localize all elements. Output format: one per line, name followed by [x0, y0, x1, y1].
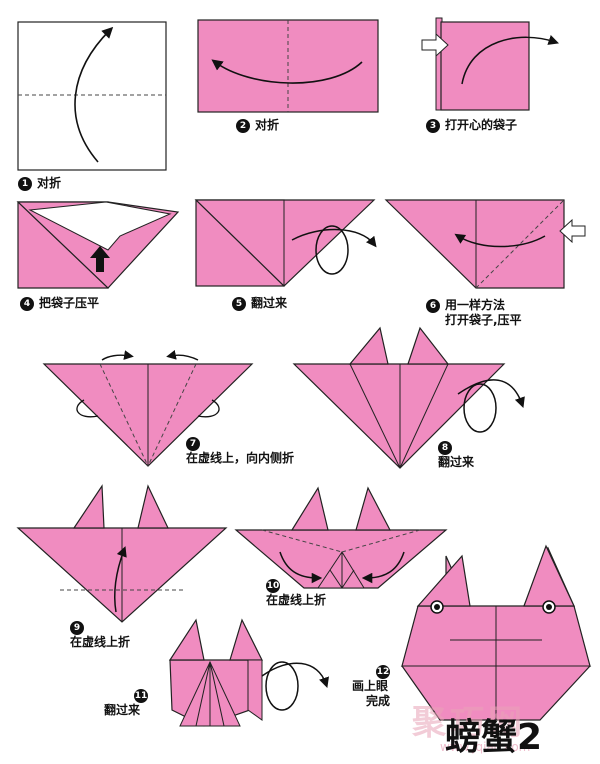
step7-figure: [42, 350, 254, 467]
watermark-logo: 聚巧网: [412, 703, 526, 743]
step1-figure: [17, 21, 167, 171]
step12-number: 12: [376, 664, 390, 679]
step9-label: 在虚线上折: [70, 635, 131, 649]
step12-label-line2: 完成: [366, 694, 391, 708]
right-eye-icon: [542, 600, 556, 614]
step8-figure: [292, 326, 525, 469]
step4-label: 把袋子压平: [39, 296, 100, 310]
step7-number: 7: [186, 436, 200, 451]
step2-label: 对折: [255, 118, 280, 132]
step11-number: 11: [134, 688, 148, 703]
step6-number: 6: [426, 298, 440, 313]
step11-label: 翻过来: [104, 703, 141, 717]
diagram-title: 螃蟹2: [445, 717, 543, 758]
step4-caption: 4 把袋子压平: [20, 296, 99, 311]
step4-figure: [16, 201, 180, 289]
step10-figure: [234, 486, 448, 589]
step5-caption: 5 翻过来: [232, 296, 287, 311]
step2-figure: [197, 19, 379, 113]
step3-figure: [421, 17, 559, 111]
step8-number: 8: [438, 440, 452, 455]
step12-crab: [400, 544, 592, 721]
step3-number: 3: [426, 118, 440, 133]
step10-caption: 10 在虚线上折: [266, 578, 326, 608]
step3-label: 打开心的袋子: [445, 118, 518, 132]
step6-figure: [384, 199, 586, 289]
step9-figure: [16, 484, 228, 623]
left-eye-icon: [430, 600, 444, 614]
step3-caption: 3 打开心的袋子: [426, 118, 517, 133]
step1-caption: 1 对折: [18, 176, 61, 191]
step11-caption: 11 翻过来: [104, 688, 153, 718]
step1-number: 1: [18, 176, 32, 191]
step9-number: 9: [70, 620, 84, 635]
step5-number: 5: [232, 296, 246, 311]
step8-caption: 8 翻过来: [438, 440, 474, 470]
step11-figure: [168, 618, 329, 727]
step4-number: 4: [20, 296, 34, 311]
step5-figure: [194, 199, 377, 287]
step5-label: 翻过来: [251, 296, 288, 310]
step9-caption: 9 在虚线上折: [70, 620, 130, 650]
step8-label: 翻过来: [438, 455, 475, 469]
step6-label: 用一样方法: [445, 298, 506, 312]
step6-caption: 6 用一样方法 打开袋子,压平: [426, 298, 522, 328]
step12-caption: 12 画上眼 完成: [352, 664, 395, 709]
step10-number: 10: [266, 578, 280, 593]
step2-caption: 2 对折: [236, 118, 279, 133]
step7-label: 在虚线上，向内侧折: [186, 451, 295, 465]
step6-label-line2: 打开袋子,压平: [445, 313, 522, 327]
step2-number: 2: [236, 118, 250, 133]
step7-caption: 7 在虚线上，向内侧折: [186, 436, 294, 466]
step1-label: 对折: [37, 176, 62, 190]
step12-label: 画上眼: [352, 679, 389, 693]
step10-label: 在虚线上折: [266, 593, 327, 607]
watermark-url: www.jqiao.com: [440, 740, 531, 754]
